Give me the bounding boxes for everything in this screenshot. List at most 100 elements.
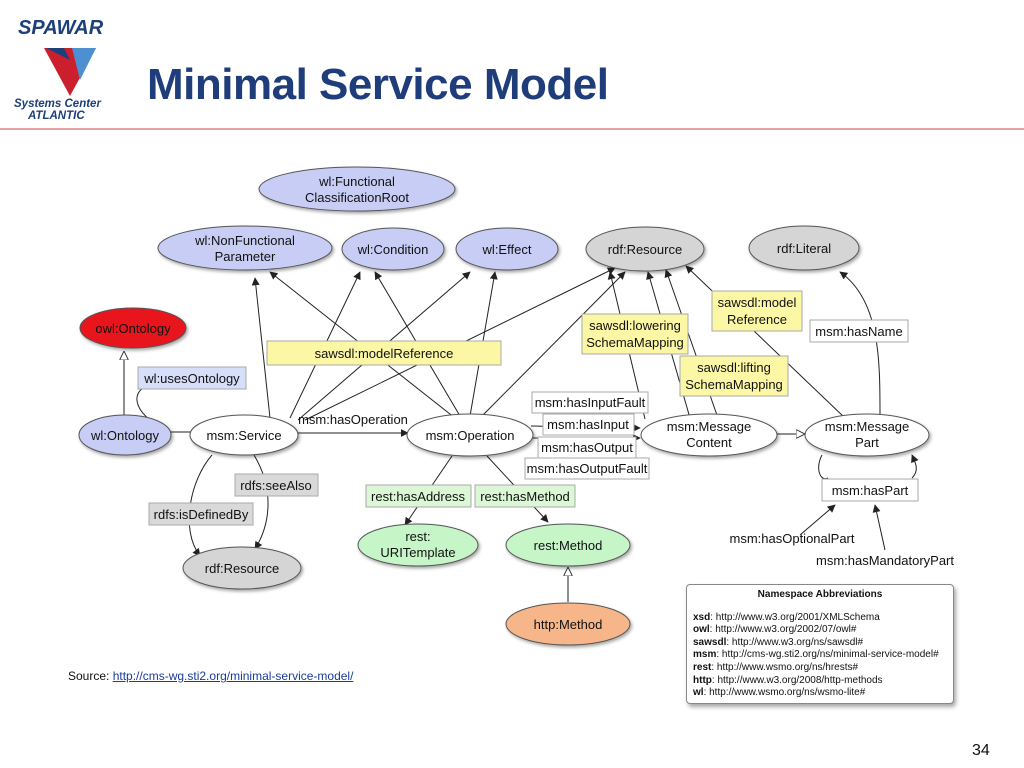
logo-line2: ATLANTIC [27,110,85,120]
logo-word-spawar: SPAWAR [18,17,104,39]
node-wl-effect: wl:Effect [455,227,559,271]
svg-text:rdf:Literal: rdf:Literal [777,241,831,256]
source-line: Source: http://cms-wg.sti2.org/minimal-s… [68,669,353,683]
edge-mandatory-part [872,504,886,551]
svg-text:msm:hasOutputFault: msm:hasOutputFault [527,461,648,476]
svg-text:rdf:Resource: rdf:Resource [205,561,279,576]
spawar-logo: SPAWAR Systems Center ATLANTIC [14,17,104,120]
svg-text:wl:usesOntology: wl:usesOntology [143,371,240,386]
svg-text:wl:Effect: wl:Effect [482,242,532,257]
namespace-row: wl: http://www.wsmo.org/ns/wsmo-lite# [693,687,866,699]
label-rest-has-method: rest:hasMethod [474,484,576,508]
svg-text:sawsdl:model: sawsdl:model [718,295,797,310]
node-msm-message-content: msm:Message Content [640,413,778,457]
node-msm-message-part: msm:Message Part [804,413,930,457]
node-rest-uritemplate: rest: URITemplate [357,523,479,567]
svg-text:wl:Functional: wl:Functional [318,174,395,189]
namespace-row: sawsdl: http://www.w3.org/ns/sawsdl# [693,636,864,648]
logo-line1: Systems Center [14,98,101,110]
label-msm-has-operation: msm:hasOperation [298,412,408,427]
label-wl-uses-ontology: wl:usesOntology [137,366,247,390]
edge-part-literal [839,271,881,416]
logo-blue-triangle [72,48,96,80]
svg-text:wl:Condition: wl:Condition [357,242,429,257]
svg-text:rdf:Resource: rdf:Resource [608,242,682,257]
edge-optional-part [799,504,836,536]
namespace-row: msm: http://cms-wg.sti2.org/ns/minimal-s… [693,649,939,661]
svg-text:sawsdl:lowering: sawsdl:lowering [589,318,681,333]
svg-text:msm:Operation: msm:Operation [426,428,515,443]
svg-text:msm:Service: msm:Service [206,428,281,443]
node-wl-condition: wl:Condition [341,227,445,271]
edges [124,265,919,602]
source-label: Source: [68,669,113,683]
edge-operation-resource [479,271,626,419]
node-wl-nonfunctional: wl:NonFunctional Parameter [157,225,333,271]
label-sawsdl-lowering: sawsdl:lowering SchemaMapping [581,313,689,355]
label-msm-has-input-fault: msm:hasInputFault [531,391,649,414]
node-owl-ontology: owl:Ontology [79,307,187,349]
node-wl-functional: wl:Functional ClassificationRoot [258,166,456,212]
svg-text:msm:Message: msm:Message [825,419,910,434]
svg-text:rest:hasMethod: rest:hasMethod [480,489,570,504]
svg-text:rest:Method: rest:Method [534,538,603,553]
namespace-row: http: http://www.w3.org/2008/http-method… [693,674,883,686]
svg-text:msm:hasInput: msm:hasInput [547,417,629,432]
svg-text:msm:hasName: msm:hasName [815,324,902,339]
namespace-legend: Namespace Abbreviations xsd: http://www.… [686,584,954,704]
label-rest-has-address: rest:hasAddress [365,484,472,508]
logo-navy-triangle [46,48,70,60]
label-sawsdl-model-reference: sawsdl:modelReference [266,340,502,366]
namespace-row: xsd: http://www.w3.org/2001/XMLSchema [693,611,880,623]
label-sawsdl-lifting: sawsdl:lifting SchemaMapping [679,355,789,397]
svg-text:wl:NonFunctional: wl:NonFunctional [194,233,295,248]
label-msm-has-input: msm:hasInput [542,413,635,436]
svg-text:sawsdl:modelReference: sawsdl:modelReference [315,346,454,361]
title-divider [0,128,1024,130]
namespace-legend-title: Namespace Abbreviations [757,589,883,600]
svg-text:http:Method: http:Method [534,617,603,632]
svg-text:wl:Ontology: wl:Ontology [90,428,159,443]
svg-text:rest:: rest: [405,529,430,544]
edge-has-part-right [911,454,919,479]
svg-text:Parameter: Parameter [215,249,276,264]
svg-text:msm:hasOutput: msm:hasOutput [541,440,633,455]
namespace-row: owl: http://www.w3.org/2002/07/owl# [693,624,857,636]
svg-text:sawsdl:lifting: sawsdl:lifting [697,360,771,375]
svg-text:msm:hasPart: msm:hasPart [832,483,909,498]
label-msm-has-mandatory-part: msm:hasMandatoryPart [816,553,954,568]
svg-text:rdfs:seeAlso: rdfs:seeAlso [240,478,312,493]
namespace-row: rest: http://www.wsmo.org/ns/hrests# [693,661,859,673]
node-rdf-resource-bottom: rdf:Resource [182,546,302,590]
svg-text:Content: Content [686,435,732,450]
label-rdfs-is-defined-by: rdfs:isDefinedBy [148,502,254,526]
svg-text:msm:hasInputFault: msm:hasInputFault [535,395,646,410]
edge-see-also [253,454,269,550]
svg-text:msm:hasOperation: msm:hasOperation [298,412,408,427]
svg-text:msm:hasOptionalPart: msm:hasOptionalPart [730,531,855,546]
svg-text:ClassificationRoot: ClassificationRoot [305,190,409,205]
source-link[interactable]: http://cms-wg.sti2.org/minimal-service-m… [112,669,354,683]
label-msm-has-output-fault: msm:hasOutputFault [524,457,650,480]
svg-text:SchemaMapping: SchemaMapping [685,377,783,392]
svg-text:msm:hasMandatoryPart: msm:hasMandatoryPart [816,553,954,568]
page-number: 34 [972,742,990,759]
svg-text:owl:Ontology: owl:Ontology [95,321,171,336]
label-sawsdl-model-reference-2: sawsdl:model Reference [711,290,803,332]
edge-has-part-left [818,454,829,480]
node-wl-ontology: wl:Ontology [78,414,172,456]
svg-text:Reference: Reference [727,312,787,327]
svg-text:rest:hasAddress: rest:hasAddress [371,489,465,504]
label-rdfs-see-also: rdfs:seeAlso [234,473,319,497]
node-msm-operation: msm:Operation [406,413,534,457]
label-msm-has-name: msm:hasName [809,319,909,343]
label-msm-has-part: msm:hasPart [821,478,919,502]
svg-text:Part: Part [855,435,879,450]
svg-text:msm:Message: msm:Message [667,419,752,434]
svg-text:URITemplate: URITemplate [380,545,455,560]
page-title: Minimal Service Model [147,60,609,109]
node-rdf-literal: rdf:Literal [748,225,860,271]
label-msm-has-optional-part: msm:hasOptionalPart [730,531,855,546]
node-rest-method: rest:Method [505,523,631,567]
